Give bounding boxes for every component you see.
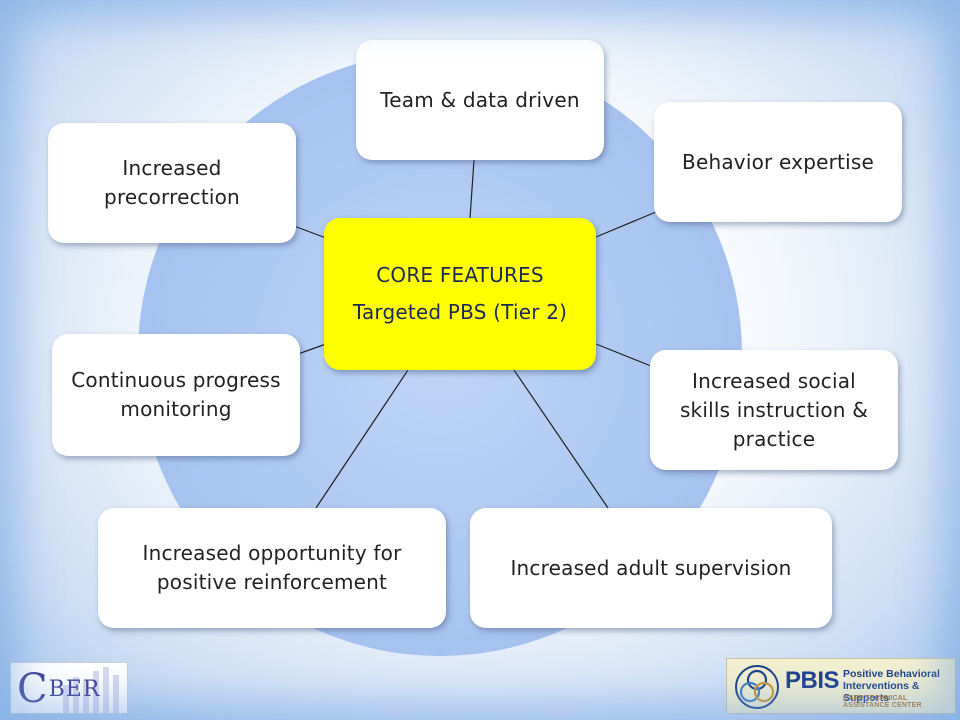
connector-reinforcement <box>315 369 409 509</box>
feature-label: Increased opportunity for positive reinf… <box>142 541 402 594</box>
feature-label: Increased adult supervision <box>510 555 792 580</box>
pbis-center: OSEP TECHNICAL ASSISTANCE CENTER <box>843 695 922 709</box>
pbis-subtitle: Positive Behavioral Interventions & Supp… <box>843 668 940 704</box>
feature-progress-monitoring: Continuous progress monitoring <box>52 334 300 456</box>
connector-team <box>469 159 475 219</box>
bar-pattern-icon <box>63 667 119 713</box>
pbis-logo: PBIS Positive Behavioral Interventions &… <box>726 658 956 714</box>
feature-label: Behavior expertise <box>682 149 874 174</box>
feature-team-data-driven: Team & data driven <box>356 40 604 160</box>
pbis-name: PBIS <box>785 667 840 694</box>
core-heading: CORE FEATURES <box>376 263 544 287</box>
connector-behavior <box>595 211 657 238</box>
connector-supervision <box>513 369 609 509</box>
cber-logo-text: CBER <box>17 666 101 712</box>
core-title: Targeted PBS (Tier 2) <box>352 300 568 324</box>
core-features-box: CORE FEATURES Targeted PBS (Tier 2) <box>324 218 596 370</box>
feature-adult-supervision: Increased adult supervision <box>470 508 832 628</box>
feature-behavior-expertise: Behavior expertise <box>654 102 902 222</box>
feature-label: Team & data driven <box>380 87 580 112</box>
cber-logo: CBER <box>10 662 128 714</box>
pbis-rings-icon <box>735 665 779 709</box>
connector-social <box>595 343 652 367</box>
connector-monitoring <box>297 343 327 355</box>
connector-precorrection <box>293 225 327 239</box>
feature-label: Continuous progress monitoring <box>71 368 281 421</box>
feature-label: Increased social skills instruction & pr… <box>679 368 869 451</box>
feature-positive-reinforcement: Increased opportunity for positive reinf… <box>98 508 446 628</box>
feature-social-skills: Increased social skills instruction & pr… <box>650 350 898 470</box>
feature-label: Increased precorrection <box>104 156 240 209</box>
feature-precorrection: Increased precorrection <box>48 123 296 243</box>
